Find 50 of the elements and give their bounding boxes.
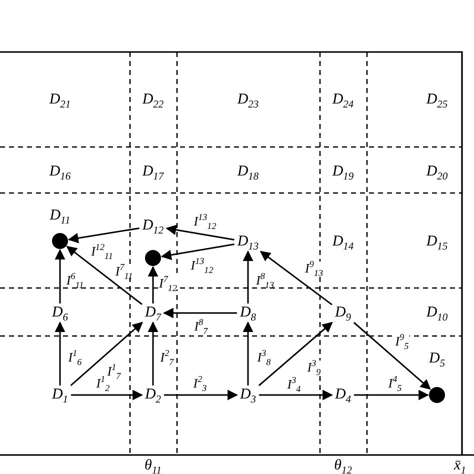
arrow bbox=[164, 390, 238, 400]
filled-dot bbox=[429, 387, 445, 403]
arrow bbox=[354, 390, 430, 400]
region-label: D$_{22}$ bbox=[142, 92, 164, 108]
arrow bbox=[66, 246, 142, 305]
arrow bbox=[54, 248, 66, 304]
region-label: D$_{15}$ bbox=[426, 234, 448, 250]
arrow bbox=[160, 244, 234, 260]
region-label: D$_{13}$ bbox=[237, 234, 259, 250]
arrow bbox=[166, 224, 234, 240]
arrow bbox=[353, 322, 431, 390]
region-label: D$_{8}$ bbox=[240, 306, 256, 320]
arrow bbox=[148, 266, 158, 304]
arrow bbox=[71, 390, 144, 400]
region-label: D$_{24}$ bbox=[332, 92, 354, 108]
region-label: D$_{11}$ bbox=[50, 208, 70, 224]
region-label: D$_{25}$ bbox=[426, 92, 448, 108]
region-label: D$_{23}$ bbox=[237, 92, 259, 108]
filled-dot bbox=[52, 233, 68, 249]
filled-dot bbox=[145, 250, 161, 266]
region-label: D$_{3}$ bbox=[240, 388, 256, 402]
region-label: D$_{7}$ bbox=[144, 306, 162, 320]
arrow bbox=[242, 321, 254, 386]
arrow bbox=[162, 308, 237, 318]
region-label: D$_{9}$ bbox=[334, 306, 352, 320]
region-label: D$_{16}$ bbox=[49, 164, 71, 180]
region-label: D$_{1}$ bbox=[52, 388, 68, 402]
region-label: D$_{18}$ bbox=[237, 164, 259, 180]
region-label: D$_{17}$ bbox=[142, 164, 164, 180]
region-label: D$_{12}$ bbox=[142, 218, 164, 234]
arrow bbox=[258, 322, 333, 386]
region-label: D$_{21}$ bbox=[49, 92, 71, 108]
arrow bbox=[148, 321, 158, 386]
axis-label: θ$_{12}$ bbox=[334, 458, 352, 474]
arrow bbox=[259, 390, 334, 400]
region-label: D$_{19}$ bbox=[332, 164, 354, 180]
arrow bbox=[70, 322, 143, 386]
arrow bbox=[68, 227, 140, 244]
region-label: D$_{2}$ bbox=[144, 388, 162, 402]
region-label: D$_{20}$ bbox=[426, 164, 448, 180]
region-label: D$_{14}$ bbox=[332, 234, 354, 250]
region-label: D$_{10}$ bbox=[426, 306, 448, 320]
arrow bbox=[260, 250, 332, 306]
axis-label: x̄$_{1}$ bbox=[454, 458, 466, 474]
axis-label: θ$_{11}$ bbox=[144, 458, 162, 474]
region-label: D$_{5}$ bbox=[428, 352, 446, 366]
arrow bbox=[54, 321, 66, 386]
region-label: D$_{4}$ bbox=[334, 388, 352, 402]
arrow bbox=[242, 250, 254, 304]
region-label: D$_{6}$ bbox=[52, 306, 68, 320]
